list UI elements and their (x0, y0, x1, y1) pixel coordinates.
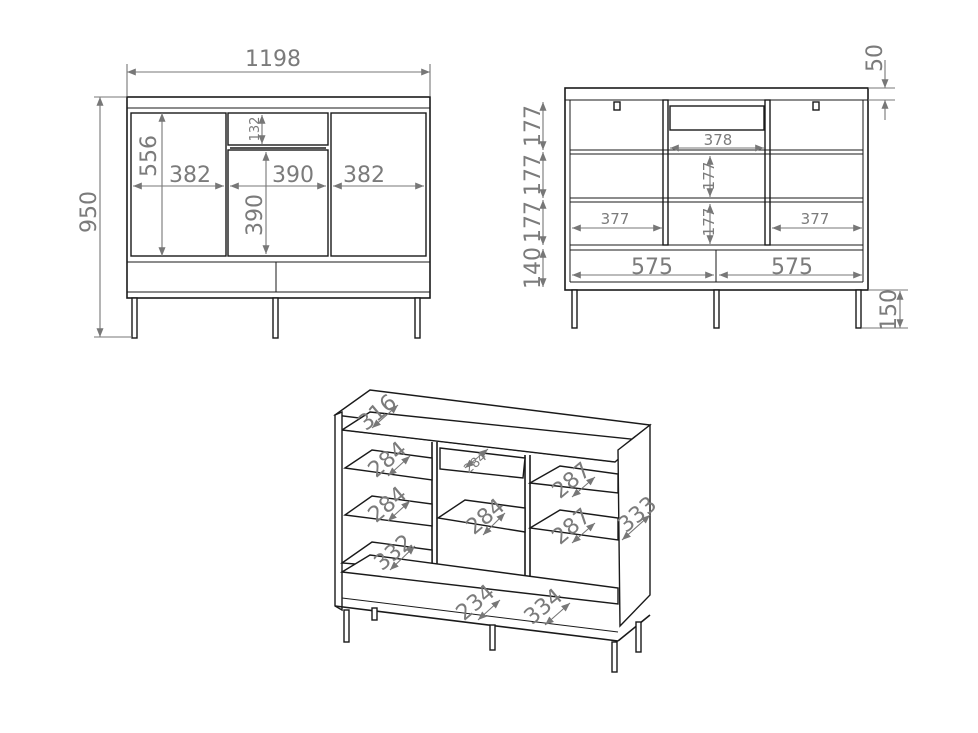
dim-center-door-height: 390 (243, 194, 268, 236)
dim-right-shelf-2: 287 (548, 504, 596, 550)
dim-leg-height: 150 (877, 289, 902, 331)
dim-door-height: 556 (137, 135, 162, 177)
dim-compartment-3: 177 (521, 201, 546, 243)
dim-drawer-height: 132 (248, 117, 263, 142)
dim-right-width: 377 (801, 210, 830, 228)
legs (131, 297, 421, 339)
back-view: 50 177 177 177 140 150 378 177 177 377 3… (521, 44, 908, 331)
shelves (570, 149, 863, 283)
dim-bottom-left-width: 575 (631, 255, 673, 280)
dim-compartment-1: 177 (521, 105, 546, 147)
dim-center-height-2: 177 (700, 208, 718, 237)
front-view: 1198 950 556 382 132 390 390 382 (77, 47, 431, 339)
dim-bottom-height: 140 (521, 247, 546, 289)
dim-center-width: 390 (272, 163, 314, 188)
dim-drawer-width: 378 (704, 131, 733, 149)
dim-overall-width: 1198 (245, 47, 301, 72)
dim-overall-height: 950 (77, 191, 102, 233)
dim-right-door-width: 382 (343, 163, 385, 188)
isometric-view: 316 284 284 332 284 284 287 287 333 234 … (333, 389, 662, 673)
dim-right-shelf-1: 287 (548, 458, 596, 504)
dim-compartment-2: 177 (521, 154, 546, 196)
dim-center-height-1: 177 (700, 162, 718, 191)
dim-left-door-width: 382 (169, 163, 211, 188)
dim-left-width: 377 (601, 210, 630, 228)
dim-top-thickness: 50 (863, 44, 888, 72)
dim-bottom-right-width: 575 (771, 255, 813, 280)
